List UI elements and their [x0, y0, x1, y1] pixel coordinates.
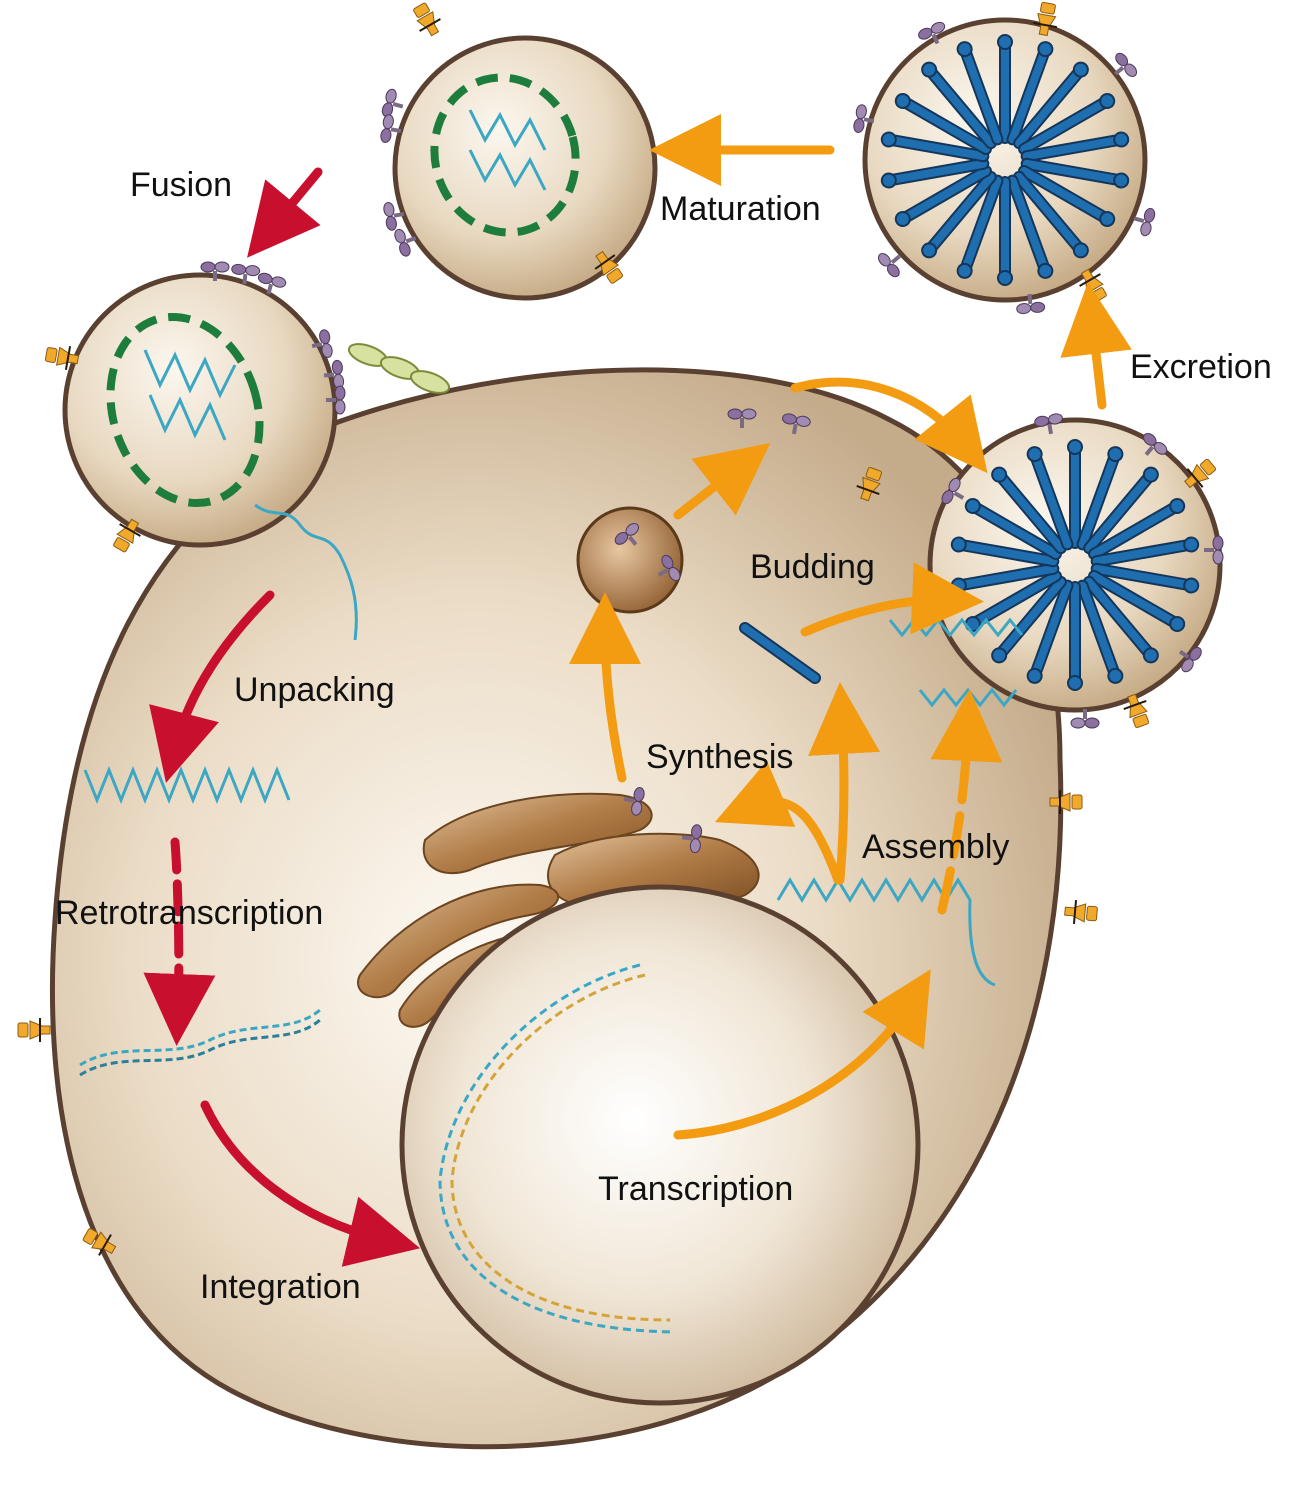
arrow-transcription	[673, 969, 931, 1140]
exit-arrows	[569, 114, 1132, 1140]
label-maturation: Maturation	[660, 190, 821, 228]
integrated-dna	[438, 963, 676, 1334]
arrow-vesicle-to-membrane	[673, 442, 771, 520]
label-assembly: Assembly	[862, 828, 1010, 866]
arrow-integration	[200, 1100, 421, 1267]
label-unpacking: Unpacking	[234, 671, 395, 709]
label-fusion: Fusion	[130, 166, 233, 204]
arrow-budding-right	[800, 562, 984, 637]
arrow-retrotranscription	[143, 837, 216, 1046]
arrow-fusion	[247, 167, 323, 258]
nucleus	[399, 884, 921, 1406]
arrow-assembly	[930, 689, 1003, 915]
viral-rna-copy	[83, 765, 291, 805]
entry-arrows	[143, 167, 421, 1267]
label-excretion: Excretion	[1130, 348, 1272, 386]
arrow-synthesis-left	[714, 760, 843, 885]
label-transcription: Transcription	[598, 1170, 794, 1208]
arrow-to-vesicle	[569, 592, 642, 783]
arrow-excretion	[1060, 282, 1132, 410]
immature-virion-excreted	[862, 17, 1148, 303]
arrow-budding-top	[790, 377, 988, 474]
label-synthesis: Synthesis	[646, 738, 794, 776]
viral-rna-unpacked	[254, 503, 358, 641]
label-integration: Integration	[200, 1268, 361, 1306]
label-retrotranscription: Retrotranscription	[55, 894, 324, 932]
arrow-unpacking	[149, 590, 275, 783]
receptor-chain	[347, 343, 451, 394]
label-budding: Budding	[750, 548, 875, 586]
arrow-synthesis-up	[808, 682, 881, 885]
